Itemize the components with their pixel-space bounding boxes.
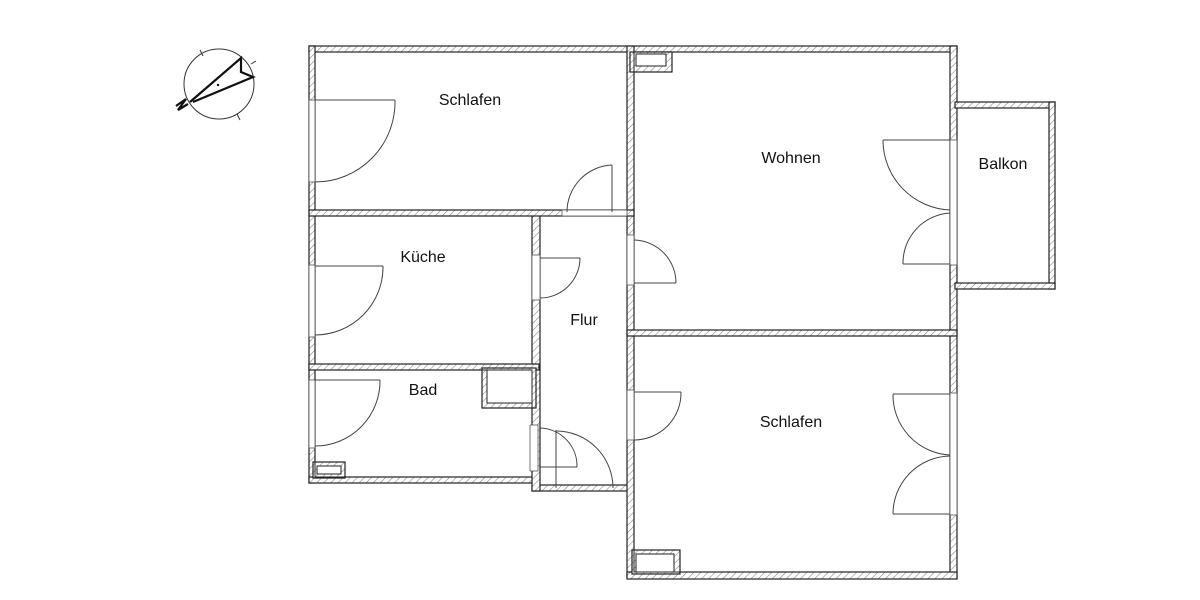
room-label-kueche: Küche	[400, 249, 445, 266]
room-label-flur: Flur	[570, 312, 598, 329]
walls	[308, 45, 1056, 580]
room-label-wohnen: Wohnen	[761, 150, 820, 167]
north-arrow-icon	[175, 48, 257, 121]
room-label-balkon: Balkon	[979, 156, 1028, 173]
room-label-schlafen-1: Schlafen	[439, 92, 501, 109]
room-label-bad: Bad	[409, 382, 437, 399]
doors	[308, 99, 958, 516]
room-label-schlafen-2: Schlafen	[760, 414, 822, 431]
